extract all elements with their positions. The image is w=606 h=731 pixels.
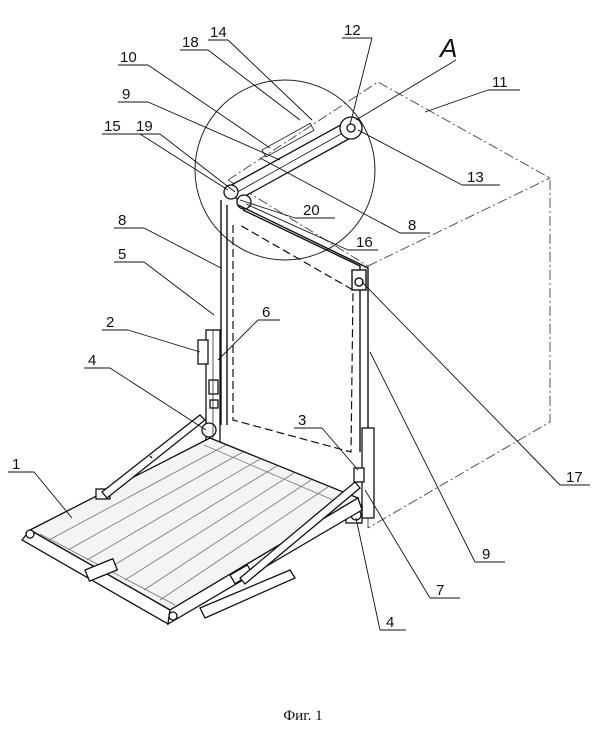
callout-9-bottom: 9 bbox=[482, 546, 490, 563]
leader-lines bbox=[8, 37, 590, 631]
callout-4-right: 4 bbox=[386, 614, 394, 631]
callout-5: 5 bbox=[118, 246, 126, 263]
callout-12: 12 bbox=[344, 22, 361, 39]
callout-7: 7 bbox=[436, 582, 444, 599]
callout-2: 2 bbox=[106, 314, 114, 331]
support-struts bbox=[101, 414, 361, 585]
callout-8-right: 8 bbox=[408, 217, 416, 234]
callout-15: 15 bbox=[104, 118, 121, 135]
callout-16: 16 bbox=[356, 234, 373, 251]
callout-10: 10 bbox=[120, 49, 137, 66]
hidden-contour bbox=[232, 223, 354, 453]
detail-marker-a: A bbox=[438, 33, 457, 63]
folded-platform-frame bbox=[220, 200, 369, 452]
callout-6: 6 bbox=[262, 304, 270, 321]
platform-deck bbox=[21, 437, 363, 626]
callout-17: 17 bbox=[566, 469, 583, 486]
left-post bbox=[197, 329, 221, 449]
callout-8-left: 8 bbox=[118, 212, 126, 229]
callout-1: 1 bbox=[12, 456, 20, 473]
callout-14: 14 bbox=[210, 24, 227, 41]
callout-13: 13 bbox=[467, 169, 484, 186]
callout-19: 19 bbox=[136, 118, 153, 135]
callout-11: 11 bbox=[492, 74, 508, 91]
figure-caption: Фиг. 1 bbox=[283, 708, 322, 724]
callout-18: 18 bbox=[182, 34, 199, 51]
vehicle-body-outline bbox=[227, 81, 551, 529]
detail-circle-a bbox=[194, 79, 376, 261]
callout-20: 20 bbox=[303, 202, 320, 219]
callout-9-top: 9 bbox=[122, 86, 130, 103]
callout-4-left: 4 bbox=[88, 352, 96, 369]
upper-link-arm bbox=[223, 116, 363, 210]
callout-3: 3 bbox=[298, 412, 306, 429]
